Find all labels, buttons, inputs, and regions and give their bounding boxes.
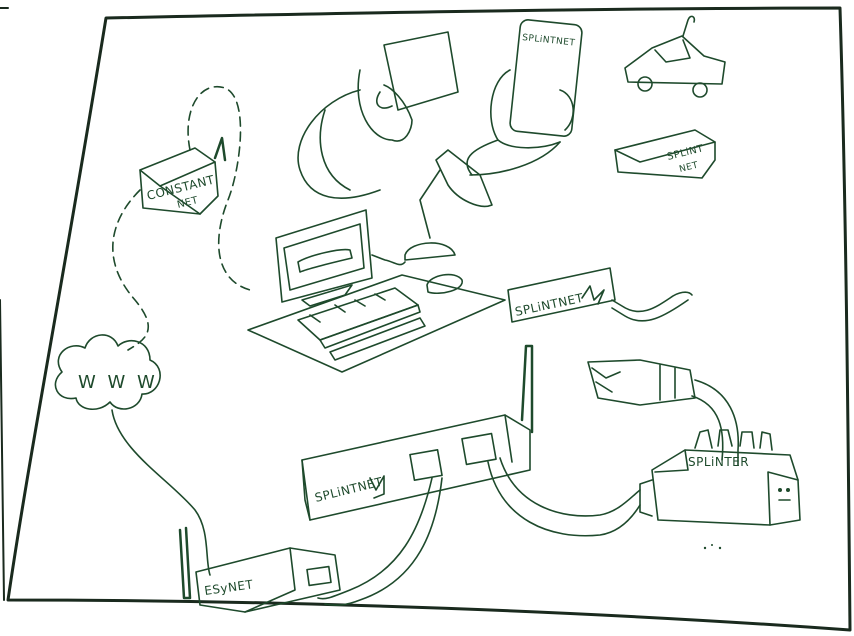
hand-with-phone: SPLiNTNET (467, 19, 583, 175)
www-label: W W W (78, 372, 158, 393)
hand-with-card (298, 32, 458, 198)
ethernet-plug (588, 360, 738, 465)
cable-router-splinter (488, 462, 640, 536)
esynet-label: ESyNET (203, 577, 254, 598)
router-label: SPLiNTNET (313, 474, 384, 504)
esynet-router: ESyNET (180, 528, 340, 612)
computer-desk (248, 210, 505, 372)
splint-net-box: SPLiNT NET (615, 130, 715, 178)
splintnet-sign: SPLiNTNET (508, 268, 692, 322)
constant-net-box: CONSTANT NET (140, 138, 225, 214)
desk-lamp (405, 150, 492, 260)
splint-net-label-2: NET (678, 161, 699, 175)
main-router: SPLiNTNET (302, 346, 532, 520)
dashed-link-left (113, 190, 148, 350)
phone-brand-label: SPLiNTNET (522, 33, 576, 49)
cable-www-router (112, 410, 210, 575)
splint-net-label-1: SPLiNT (666, 143, 705, 163)
edge-mark (0, 8, 8, 600)
car (625, 16, 725, 97)
cable-router-splinter-2 (500, 458, 640, 516)
constant-net-label-2: NET (176, 195, 200, 211)
ink-specks (704, 544, 721, 549)
splinter-label: SPLiNTER (688, 455, 749, 469)
splinter-box: SPLiNTER (640, 430, 800, 525)
www-cloud: W W W (55, 335, 160, 409)
